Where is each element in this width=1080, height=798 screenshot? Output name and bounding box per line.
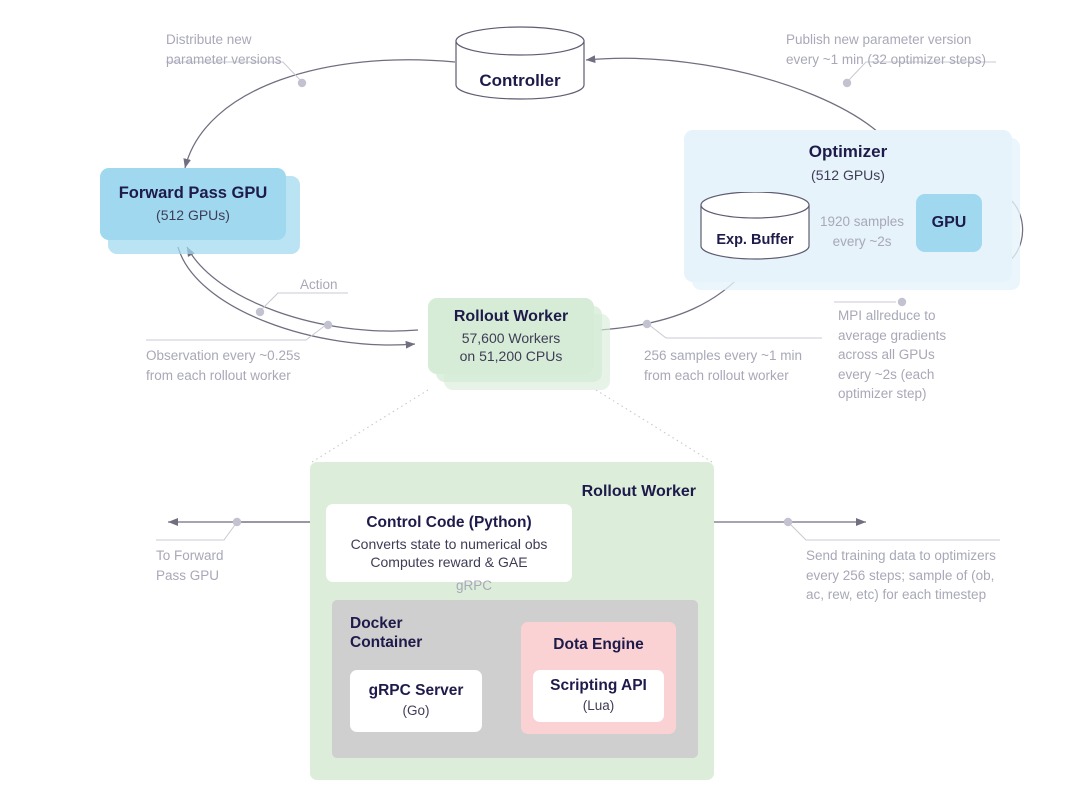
optimizer-group: Optimizer (512 GPUs) Exp. Buffer GPU — [684, 130, 1020, 290]
forward-pass-gpu-sub: (512 GPUs) — [156, 207, 230, 224]
grpc-server-card: gRPC Server (Go) — [350, 670, 482, 732]
annotation-grpc: gRPC — [456, 578, 493, 593]
annotation-1920-samples: 1920 samples every ~2s — [820, 214, 905, 249]
cylinder-shape — [700, 191, 810, 260]
control-code-title: Control Code (Python) — [366, 514, 532, 532]
rollout-worker-node: Rollout Worker 57,600 Workers on 51,200 … — [428, 298, 618, 390]
exp-buffer-node: Exp. Buffer — [700, 191, 810, 260]
forward-pass-gpu-title: Forward Pass GPU — [118, 184, 268, 203]
detail-panel-title: Rollout Worker — [581, 483, 696, 500]
dota-engine-panel: Dota Engine Scripting API (Lua) — [521, 622, 676, 734]
controller-node: Controller — [455, 26, 585, 100]
controller-label: Controller — [479, 71, 561, 90]
control-code-card: Control Code (Python) Converts state to … — [326, 504, 572, 582]
optimizer-gpu-label: GPU — [931, 214, 967, 232]
rollout-worker-card: Rollout Worker 57,600 Workers on 51,200 … — [428, 298, 594, 374]
annotation-action: Action — [300, 277, 338, 292]
rollout-worker-detail-panel: Rollout Worker Control Code (Python) Con… — [310, 462, 714, 780]
scripting-api-sub: (Lua) — [582, 698, 615, 714]
scripting-api-card: Scripting API (Lua) — [533, 670, 664, 722]
control-code-sub2: Computes reward & GAE — [370, 554, 528, 571]
annotation-to-forward-pass: To Forward Pass GPU — [156, 548, 224, 583]
rollout-worker-title: Rollout Worker — [453, 308, 569, 326]
exp-buffer-label: Exp. Buffer — [716, 232, 794, 248]
annotation-256-samples: 256 samples every ~1 min from each rollo… — [644, 348, 802, 383]
rollout-worker-sub1: 57,600 Workers — [461, 329, 561, 346]
annotation-publish: Publish new parameter version every ~1 m… — [786, 32, 986, 67]
annotation-distribute: Distribute new parameter versions — [166, 32, 282, 67]
annotation-mpi-allreduce: MPI allreduce to average gradients acros… — [838, 308, 947, 402]
optimizer-gpu-card: GPU — [916, 194, 982, 252]
optimizer-sub: (512 GPUs) — [811, 166, 885, 183]
optimizer-title: Optimizer — [808, 142, 888, 161]
docker-container-panel: Docker Container gRPC Server (Go) Dota E… — [332, 600, 698, 758]
grpc-server-title: gRPC Server — [368, 682, 464, 700]
grpc-server-sub: (Go) — [402, 703, 430, 719]
annotation-send-training-data: Send training data to optimizers every 2… — [806, 548, 996, 603]
scripting-api-title: Scripting API — [550, 677, 647, 695]
forward-pass-gpu-node: Forward Pass GPU (512 GPUs) — [100, 168, 300, 254]
docker-container-title-line2: Container — [350, 634, 423, 651]
docker-container-title-line1: Docker — [350, 615, 403, 632]
cylinder-shape — [455, 26, 585, 100]
rollout-worker-sub2: on 51,200 CPUs — [459, 347, 563, 364]
control-code-sub1: Converts state to numerical obs — [350, 536, 548, 553]
annotation-observation: Observation every ~0.25s from each rollo… — [146, 348, 301, 383]
dota-engine-title: Dota Engine — [553, 636, 644, 653]
forward-pass-gpu-card: Forward Pass GPU (512 GPUs) — [100, 168, 286, 240]
